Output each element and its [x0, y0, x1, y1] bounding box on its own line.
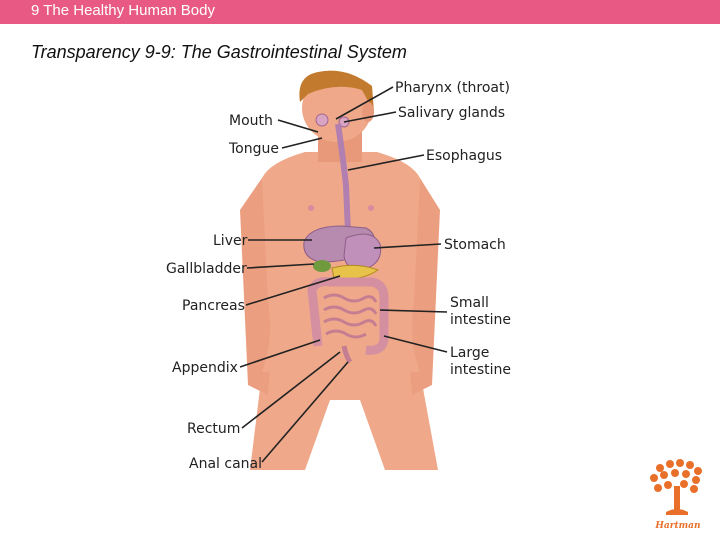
header-title: 9 The Healthy Human Body	[31, 2, 215, 19]
label-small-intestine-line1: Small	[450, 295, 489, 311]
label-appendix: Appendix	[172, 360, 238, 376]
hartman-logo: Hartman	[650, 459, 702, 531]
label-large-intestine-line1: Large	[450, 345, 489, 361]
label-pharynx: Pharynx (throat)	[395, 80, 510, 96]
label-anal-canal: Anal canal	[189, 456, 262, 472]
logo-text: Hartman	[654, 521, 700, 531]
leader-lines	[239, 86, 448, 463]
label-esophagus: Esophagus	[426, 148, 502, 164]
label-large-intestine-line2: intestine	[450, 362, 511, 378]
logo-tree-icon	[650, 459, 702, 515]
label-salivary-glands: Salivary glands	[398, 105, 505, 121]
label-stomach: Stomach	[444, 237, 506, 253]
label-rectum: Rectum	[187, 421, 240, 437]
label-gallbladder: Gallbladder	[166, 261, 247, 277]
label-mouth: Mouth	[229, 113, 273, 129]
label-liver: Liver	[213, 233, 248, 249]
header-bar: 9 The Healthy Human Body	[0, 0, 720, 24]
slide-title: Transparency 9-9: The Gastrointestinal S…	[31, 42, 407, 62]
label-small-intestine-line2: intestine	[450, 312, 511, 328]
label-pancreas: Pancreas	[182, 298, 245, 314]
label-tongue: Tongue	[228, 141, 279, 157]
